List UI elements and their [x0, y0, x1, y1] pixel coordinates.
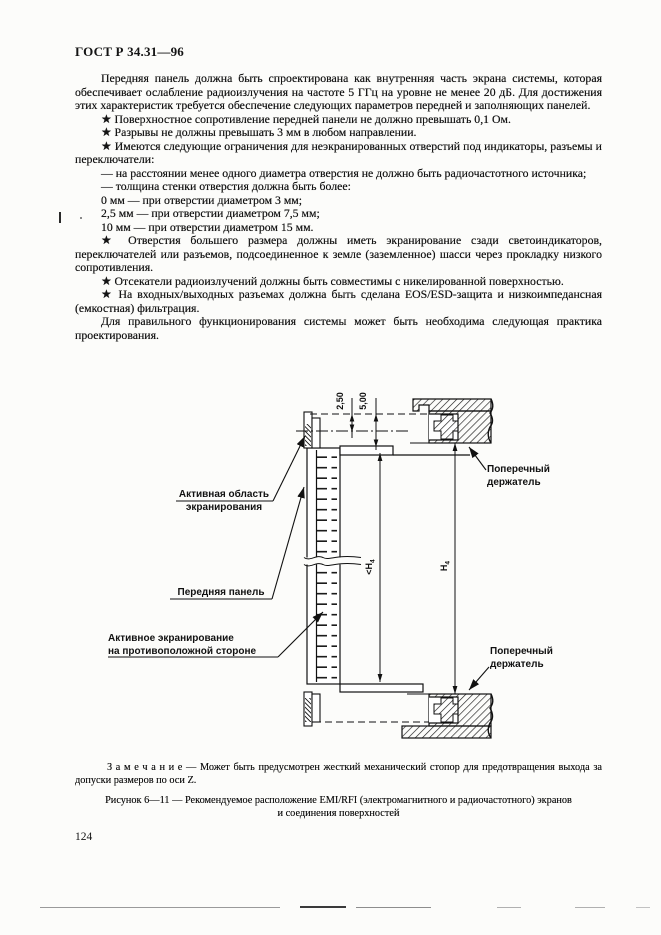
top-holder-shape: [412, 398, 494, 444]
label-holder-bottom-line2: держатель: [490, 659, 544, 670]
figure-caption: Рисунок 6—11 — Рекомендуемое расположени…: [75, 794, 602, 820]
top-gasket-tab: [303, 411, 321, 449]
panel-break-line: [303, 556, 362, 567]
bottom-gasket-tab: [303, 691, 321, 727]
paragraph: 0 мм — при отверстии диаметром 3 мм;: [101, 192, 303, 207]
scan-artifact-line: [300, 906, 346, 908]
label-holder-top-line1: Поперечный: [487, 464, 550, 475]
label-opposite-shield-line1: Активное экранирование: [108, 633, 234, 644]
paragraph: Для правильного функционирования системы…: [75, 314, 602, 342]
paragraph-bullet: ★ Поверхностное сопротивление передней п…: [101, 111, 511, 126]
dimension-5-00: 5,00: [358, 392, 379, 450]
label-holder-top-line2: держатель: [487, 477, 541, 488]
paragraph-bullet: ★ Отсекатели радиоизлучений должны быть …: [101, 273, 564, 288]
paragraph: Передняя панель должна быть спроектирова…: [75, 71, 602, 112]
scan-artifact-line: [356, 907, 431, 908]
margin-change-bar: [59, 212, 61, 223]
paragraph: 2,5 мм — при отверстии диаметром 7,5 мм;: [101, 206, 320, 220]
dim-label-2-50: 2,50: [335, 392, 345, 410]
page-number: 124: [75, 831, 93, 843]
dim-label-lt-h4: <H4: [364, 559, 377, 575]
paragraph-dash: — на расстоянии менее одного диаметра от…: [101, 165, 587, 180]
paragraph-bullet: ★ Имеются следующие ограничения для неэк…: [75, 138, 602, 166]
dimension-2-50: 2,50: [335, 392, 355, 438]
dimension-h4: H4: [439, 443, 458, 694]
paragraph-bullet: ★ Разрывы не должны превышать 3 мм в люб…: [101, 125, 417, 139]
paragraph: 10 мм — при отверстии диаметром 15 мм.: [101, 219, 314, 234]
scan-speck: [80, 217, 82, 219]
scan-artifact-line: [497, 907, 521, 908]
reference-lines: [296, 413, 452, 723]
scan-artifact-line: [575, 907, 605, 908]
label-opposite-shield-line2: на противоположной стороне: [108, 646, 257, 657]
body-text: Передняя панель должна быть спроектирова…: [75, 71, 602, 342]
bottom-holder-shape: [401, 693, 494, 739]
emi-rfi-shield-diagram: 2,50 5,00 <H4 H4: [108, 392, 553, 739]
scan-artifact-line: [40, 907, 280, 908]
label-active-area-line2: экранирования: [186, 502, 262, 513]
paragraph-dash: — толщина стенки отверстия должна быть б…: [101, 179, 351, 193]
dimension-lt-h4: <H4: [364, 453, 383, 682]
leader-lines: [108, 435, 490, 691]
figure-caption-line2: и соединения поверхностей: [277, 808, 400, 819]
label-front-panel: Передняя панель: [178, 587, 265, 598]
label-active-area-line1: Активная область: [179, 488, 269, 500]
paragraph-bullet: ★ Отверстия большего размера должны имет…: [75, 233, 602, 274]
paragraph-bullet: ★ На входных/выходных разъемах должна бы…: [75, 287, 602, 315]
front-panel-shape: [306, 445, 470, 693]
scan-artifact-line: [636, 907, 650, 908]
dim-label-h4: H4: [439, 561, 452, 572]
dim-label-5-00: 5,00: [358, 392, 368, 410]
figure-caption-line1: Рисунок 6—11 — Рекомендуемое расположени…: [105, 795, 572, 806]
figure-note: З а м е ч а н и е — Может быть предусмот…: [75, 762, 602, 786]
label-holder-bottom-line1: Поперечный: [490, 646, 553, 657]
document-code: ГОСТ Р 34.31—96: [75, 44, 184, 59]
